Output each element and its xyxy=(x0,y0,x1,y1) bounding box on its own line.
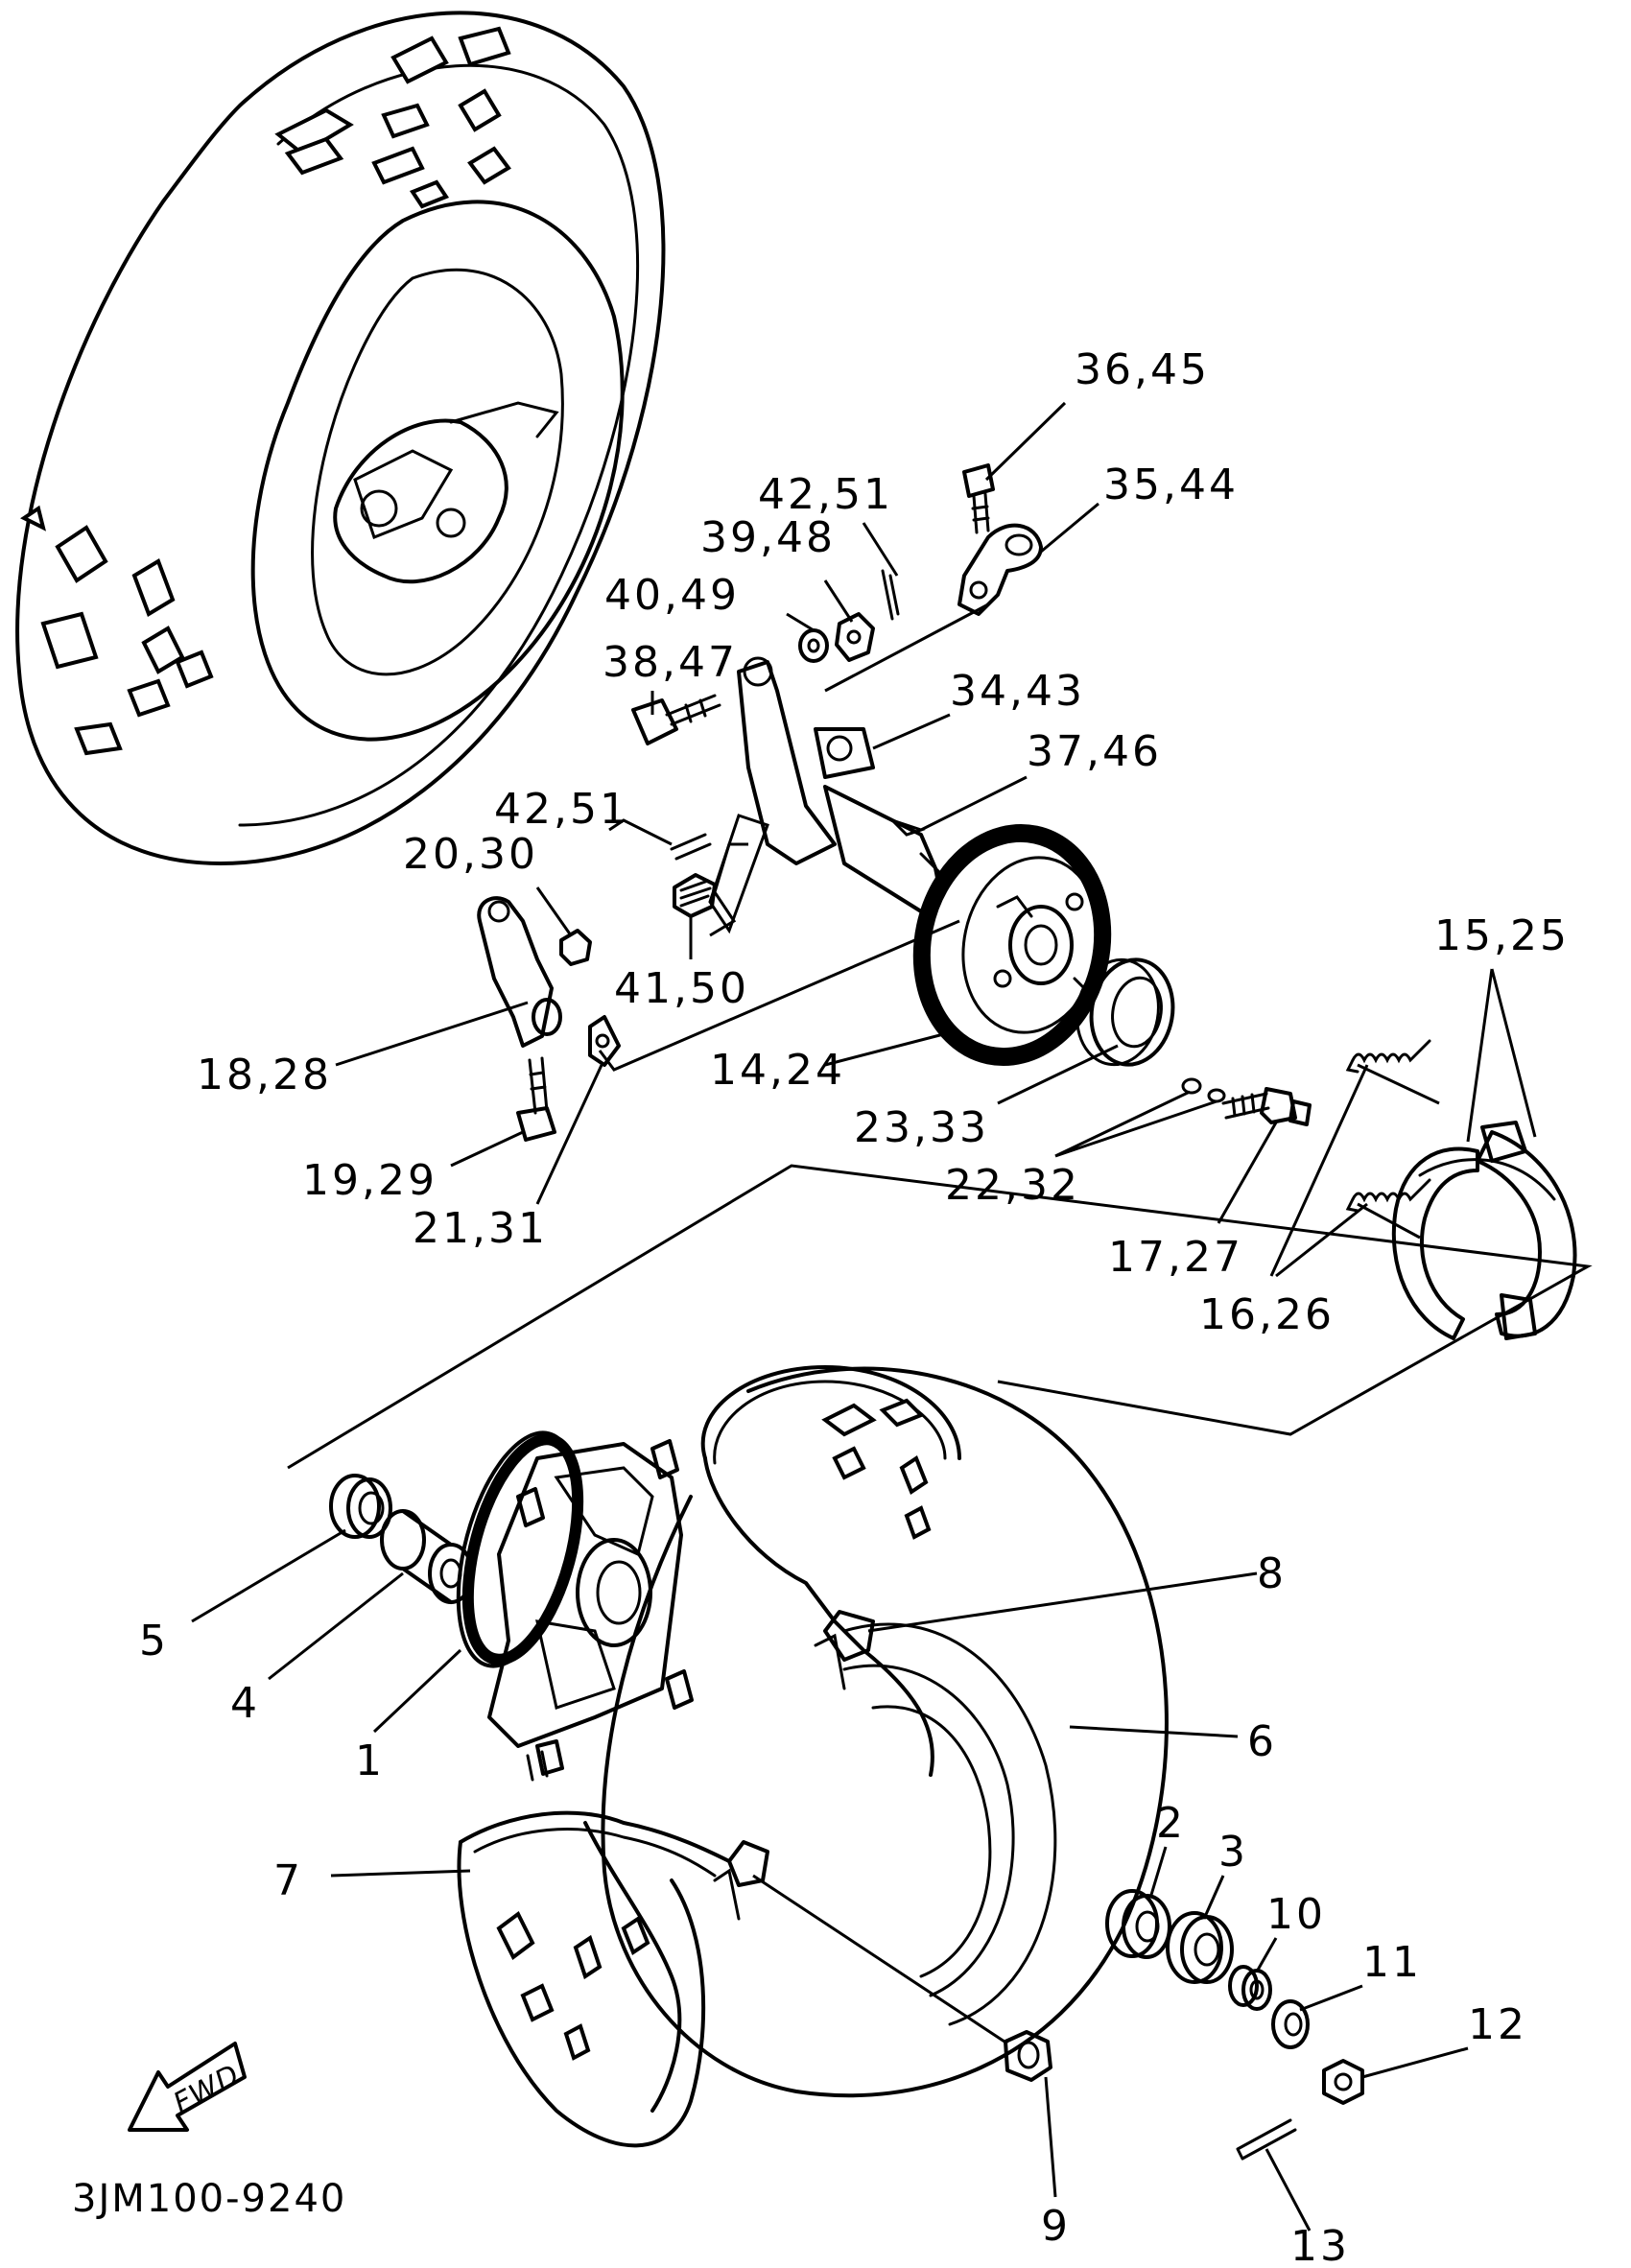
callout-37-46: 37,46 xyxy=(1027,727,1162,776)
callout-14-24: 14,24 xyxy=(710,1046,845,1095)
oil-seal-23-33 xyxy=(1076,957,1175,1067)
nut-9 xyxy=(1004,2030,1052,2082)
cotter-pin-37-46 xyxy=(890,818,926,837)
nut-12 xyxy=(1322,2059,1364,2105)
callout-9: 9 xyxy=(1041,2202,1071,2251)
callout-19-29: 19,29 xyxy=(302,1156,437,1205)
oil-seal-3 xyxy=(1166,1911,1234,1984)
washer-40-49 xyxy=(798,628,829,663)
rim-half-8 xyxy=(700,1365,961,1777)
assembly-guide-lines xyxy=(287,602,1593,1470)
leader-lines xyxy=(191,401,1537,2232)
camshaft-17-27 xyxy=(1221,1087,1312,1126)
collar-4 xyxy=(380,1509,474,1604)
bolt-36-45 xyxy=(962,463,995,534)
arm-35-44 xyxy=(957,523,1043,616)
brake-shoes-15-25 xyxy=(1391,1121,1577,1340)
bearing-2 xyxy=(1105,1889,1171,1959)
callout-2: 2 xyxy=(1156,1799,1186,1848)
callout-10: 10 xyxy=(1266,1890,1326,1939)
washer-11 xyxy=(1271,1999,1310,2049)
callout-41-50: 41,50 xyxy=(614,964,749,1013)
tread-blocks xyxy=(20,26,511,756)
rim-half-7 xyxy=(457,1810,769,2148)
callout-4: 4 xyxy=(230,1679,260,1728)
cam-lever-18-28 xyxy=(477,896,562,1048)
callout-18-28: 18,28 xyxy=(197,1051,332,1099)
callout-40-49: 40,49 xyxy=(604,571,740,620)
callout-1: 1 xyxy=(355,1736,385,1785)
bolt-19-29 xyxy=(516,1056,556,1142)
cotter-pin-42-51-mid xyxy=(670,833,712,861)
callout-7: 7 xyxy=(273,1856,303,1905)
fwd-label: FWD xyxy=(168,2058,246,2120)
callout-39-48: 39,48 xyxy=(700,513,836,562)
hub-1 xyxy=(456,1430,694,1782)
bolt-38-47 xyxy=(631,694,721,745)
callout-20-30: 20,30 xyxy=(403,830,538,879)
cotter-pin-42-51-top xyxy=(881,569,900,621)
nut-39-48 xyxy=(835,612,875,662)
callout-22-32: 22,32 xyxy=(945,1161,1080,1210)
callout-23-33: 23,33 xyxy=(854,1103,989,1152)
callout-8: 8 xyxy=(1257,1549,1287,1598)
bearing-5 xyxy=(329,1474,392,1539)
o-rings-22-32 xyxy=(1181,1077,1226,1103)
callout-6: 6 xyxy=(1247,1717,1277,1766)
drawing-code: 3JM100-9240 xyxy=(72,2177,346,2221)
collar-10 xyxy=(1228,1965,1272,2011)
nut-20-30 xyxy=(559,929,592,966)
callout-13: 13 xyxy=(1290,2222,1350,2268)
callout-42-51-top: 42,51 xyxy=(758,470,893,519)
callout-21-31: 21,31 xyxy=(413,1204,548,1253)
callout-36-45: 36,45 xyxy=(1075,345,1210,394)
indicator-plate-21-31 xyxy=(588,1015,621,1067)
fwd-arrow: FWD xyxy=(128,2042,247,2132)
callout-3: 3 xyxy=(1218,1828,1248,1877)
assembled-wheel xyxy=(15,11,666,865)
callout-42-51-mid: 42,51 xyxy=(494,785,629,834)
nut-41-50 xyxy=(673,873,717,918)
steering-knuckle xyxy=(708,656,953,934)
callout-17-27: 17,27 xyxy=(1108,1233,1243,1282)
callout-12: 12 xyxy=(1468,2000,1527,2049)
callout-labels: 36,45 35,44 42,51 39,48 40,49 38,47 34,4… xyxy=(139,345,1570,2268)
tire-6 xyxy=(601,1366,1169,2098)
callout-35-44: 35,44 xyxy=(1103,461,1239,509)
cotter-pin-13 xyxy=(1236,2118,1297,2161)
callout-16-26: 16,26 xyxy=(1199,1290,1335,1339)
callout-34-43: 34,43 xyxy=(950,667,1085,716)
callout-15-25: 15,25 xyxy=(1434,911,1570,960)
callout-38-47: 38,47 xyxy=(603,638,738,687)
callout-11: 11 xyxy=(1362,1938,1422,1987)
callout-5: 5 xyxy=(139,1617,169,1666)
brake-panel-14-24 xyxy=(912,823,1112,1067)
